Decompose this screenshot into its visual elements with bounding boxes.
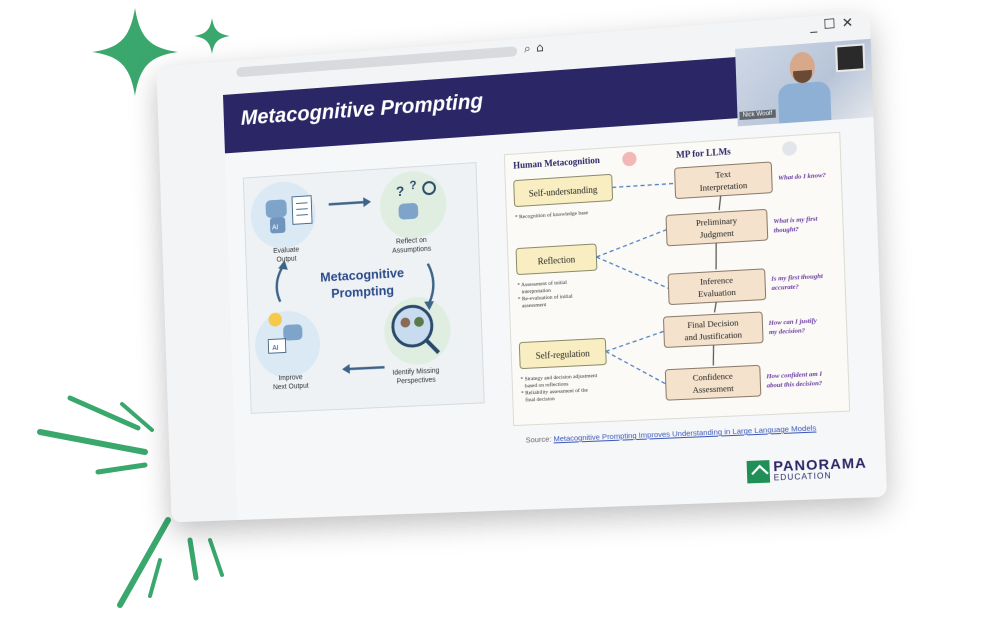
panorama-logo-icon bbox=[746, 459, 770, 483]
address-bar[interactable] bbox=[236, 46, 518, 78]
burst-line-icon bbox=[208, 538, 224, 577]
mp-box-label: Assessment bbox=[692, 384, 734, 395]
sparkle-small-icon bbox=[194, 18, 230, 54]
mp-question: Is my first thought bbox=[770, 273, 823, 283]
mp-question: thought? bbox=[774, 226, 799, 235]
source-label: Source: bbox=[525, 434, 552, 445]
human-note: * Re-evaluation of initial bbox=[518, 293, 574, 303]
magnifier-people-icon bbox=[392, 305, 438, 355]
slide-title: Metacognitive Prompting bbox=[240, 89, 484, 130]
mp-comparison-diagram: Human Metacognition MP for LLMs Self-und… bbox=[505, 140, 826, 404]
metacognitive-cycle-diagram: AI ? ? bbox=[249, 169, 452, 392]
mp-question: accurate? bbox=[771, 283, 799, 292]
browser-window-wrapper: ⌕ ⌂ _☐✕ Metacognitive Prompting Nick Woo… bbox=[156, 11, 888, 523]
mp-question: What do I know? bbox=[778, 172, 826, 182]
burst-line-icon bbox=[120, 402, 154, 432]
human-note: interpretation bbox=[521, 288, 551, 296]
right-diagram-panel: Human Metacognition MP for LLMs Self-und… bbox=[503, 131, 851, 427]
human-box-reflection bbox=[516, 244, 597, 275]
step-1-line1: Evaluate bbox=[273, 246, 299, 255]
step-3-line1: Identify Missing bbox=[392, 367, 439, 376]
step-3-line2: Perspectives bbox=[397, 377, 437, 386]
presenter-name: Nick Woolf bbox=[739, 109, 776, 121]
human-note: * Assessment of initial bbox=[517, 279, 567, 289]
maximize-icon[interactable]: ☐ bbox=[822, 16, 843, 34]
bubble-decoration bbox=[378, 169, 448, 241]
mp-question: about this decision? bbox=[767, 380, 823, 390]
human-metacognition-header: Human Metacognition bbox=[513, 155, 600, 171]
mp-box-label: Final Decision bbox=[687, 318, 739, 330]
cycle-title-line1: Metacognitive bbox=[320, 265, 404, 285]
header-dot-icon bbox=[622, 151, 637, 167]
mp-box-label: Confidence bbox=[692, 372, 733, 383]
burst-line-icon bbox=[148, 558, 162, 598]
mp-box-label: and Justification bbox=[685, 330, 744, 342]
mp-box-label: Inference bbox=[700, 276, 734, 287]
mp-question: What is my first bbox=[773, 215, 818, 225]
mp-box-label: Interpretation bbox=[700, 181, 749, 193]
svg-text:AI: AI bbox=[272, 224, 279, 231]
window-controls: _☐✕ bbox=[810, 15, 860, 34]
close-icon[interactable]: ✕ bbox=[841, 14, 860, 32]
burst-line-icon bbox=[187, 537, 199, 581]
human-box-label: Self-understanding bbox=[529, 184, 598, 199]
robot-lightbulb-icon: AI bbox=[267, 312, 303, 353]
human-note: * Strategy and decision adjustment bbox=[520, 373, 597, 383]
presenter-body bbox=[777, 80, 832, 126]
browser-window: ⌕ ⌂ _☐✕ Metacognitive Prompting Nick Woo… bbox=[156, 11, 888, 523]
human-box-label: Self-regulation bbox=[536, 348, 591, 361]
mp-box-final-decision bbox=[663, 312, 763, 348]
mp-header: MP for LLMs bbox=[676, 146, 732, 160]
mp-box-confidence-assessment bbox=[665, 365, 761, 400]
mp-box-label: Judgment bbox=[700, 229, 735, 240]
mp-box-label: Preliminary bbox=[696, 216, 738, 228]
mp-question: my decision? bbox=[769, 327, 805, 336]
burst-line-icon bbox=[117, 517, 171, 608]
svg-text:?: ? bbox=[409, 179, 417, 193]
minimize-icon[interactable]: _ bbox=[809, 17, 824, 35]
human-note: based on reflections bbox=[525, 380, 569, 389]
burst-line-icon bbox=[37, 429, 148, 455]
mp-question: How confident am I bbox=[765, 370, 823, 380]
human-note: assessment bbox=[522, 302, 547, 309]
panorama-logo: PANORAMA EDUCATION bbox=[746, 454, 867, 483]
human-box-label: Reflection bbox=[537, 254, 575, 266]
mp-box-text-interpretation bbox=[675, 162, 773, 199]
burst-line-icon bbox=[67, 395, 141, 431]
presenter-video[interactable]: Nick Woolf bbox=[735, 38, 874, 127]
mp-question: How can I justify bbox=[767, 317, 817, 327]
home-icon[interactable]: ⌂ bbox=[535, 40, 544, 55]
presentation-slide: Metacognitive Prompting Nick Woolf bbox=[222, 38, 888, 521]
human-note: * Recognition of knowledge base bbox=[515, 209, 589, 221]
bubble-decoration bbox=[254, 309, 322, 380]
svg-text:?: ? bbox=[396, 184, 405, 200]
wall-frame-icon bbox=[835, 43, 866, 73]
cycle-title-line2: Prompting bbox=[331, 282, 394, 301]
step-1-line2: Output bbox=[276, 255, 296, 263]
robot-thinking-icon: ? ? bbox=[396, 178, 436, 220]
mp-box-inference-evaluation bbox=[668, 269, 766, 305]
human-note: * Reliability assessment of the bbox=[521, 386, 589, 396]
human-box-self-regulation bbox=[519, 338, 606, 368]
mp-box-preliminary-judgment bbox=[666, 209, 768, 246]
step-4-line2: Next Output bbox=[273, 383, 309, 392]
burst-line-icon bbox=[95, 462, 148, 475]
human-box-self-understanding bbox=[514, 174, 613, 206]
source-citation: Source: Metacognitive Prompting Improves… bbox=[526, 423, 817, 444]
mp-box-label: Evaluation bbox=[698, 288, 737, 299]
mp-box-label: Text bbox=[715, 170, 731, 180]
svg-text:AI: AI bbox=[272, 345, 279, 352]
search-icon[interactable]: ⌕ bbox=[523, 41, 531, 56]
robot-clipboard-icon: AI bbox=[265, 196, 312, 234]
human-note: final decision bbox=[525, 395, 555, 404]
source-link[interactable]: Metacognitive Prompting Improves Underst… bbox=[553, 423, 817, 444]
step-2-line1: Reflect on bbox=[396, 237, 427, 246]
step-4-line1: Improve bbox=[278, 374, 302, 382]
step-2-line2: Assumptions bbox=[392, 246, 432, 255]
header-sketch-icon bbox=[781, 140, 798, 157]
left-diagram-panel: AI ? ? bbox=[242, 162, 485, 414]
